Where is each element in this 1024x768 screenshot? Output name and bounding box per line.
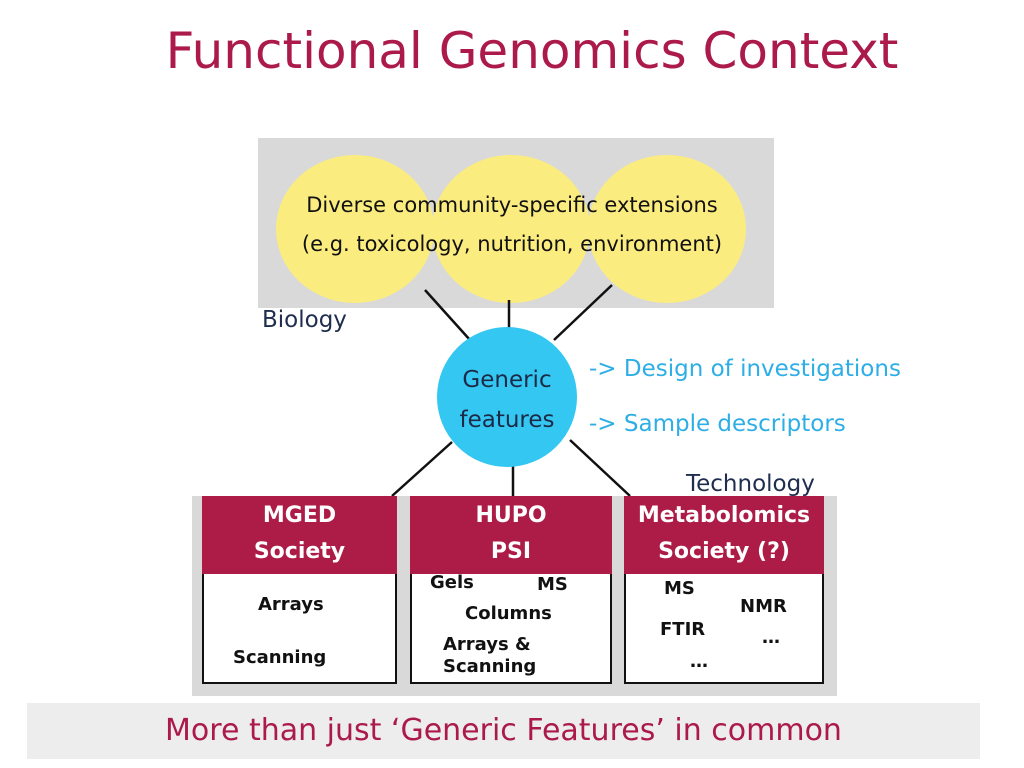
society-name-line2: PSI bbox=[490, 539, 532, 564]
extensions-text-line1: Diverse community-specific extensions bbox=[306, 193, 718, 217]
technology-item: Scanning bbox=[233, 647, 327, 668]
connector-line-top-right bbox=[553, 284, 613, 341]
generic-features-line2: features bbox=[459, 407, 555, 433]
technology-item: … bbox=[762, 627, 780, 648]
biology-label: Biology bbox=[262, 307, 347, 333]
society-name-line1: MGED bbox=[262, 503, 337, 528]
technology-item: Arrays bbox=[258, 594, 324, 615]
extension-ellipse-left bbox=[276, 155, 434, 303]
technology-item: MS bbox=[537, 574, 568, 595]
society-header-mged bbox=[202, 496, 397, 574]
technology-item: Scanning bbox=[443, 656, 537, 677]
society-name-line1: Metabolomics bbox=[637, 503, 811, 528]
extensions-text-line2: (e.g. toxicology, nutrition, environment… bbox=[301, 232, 723, 256]
society-header-hupo bbox=[410, 496, 612, 574]
technology-label: Technology bbox=[686, 471, 815, 497]
technology-item: Arrays & bbox=[443, 634, 531, 655]
technology-item: Gels bbox=[430, 572, 474, 593]
society-name-line1: HUPO bbox=[475, 503, 547, 528]
extension-ellipse-middle bbox=[432, 155, 590, 303]
connector-line-bottom-right bbox=[569, 439, 631, 497]
technology-item: NMR bbox=[740, 596, 787, 617]
annotation-design-of-investigations: -> Design of investigations bbox=[589, 356, 901, 382]
annotation-sample-descriptors: -> Sample descriptors bbox=[589, 411, 846, 437]
connector-line-top-left bbox=[424, 289, 471, 341]
society-name-line2: Society (?) bbox=[658, 539, 790, 564]
footer-text: More than just ‘Generic Features’ in com… bbox=[165, 713, 842, 748]
generic-features-line1: Generic bbox=[462, 367, 552, 393]
technology-item: MS bbox=[664, 578, 695, 599]
footer-banner bbox=[27, 703, 980, 759]
slide-title: Functional Genomics Context bbox=[165, 22, 899, 80]
generic-features-circle bbox=[437, 327, 577, 467]
technology-item: … bbox=[690, 651, 708, 672]
society-name-line2: Society bbox=[253, 539, 346, 564]
extension-ellipse-right bbox=[588, 155, 746, 303]
connector-line-bottom-left bbox=[391, 441, 453, 497]
technology-item: Columns bbox=[465, 603, 552, 624]
technology-item: FTIR bbox=[660, 619, 706, 640]
society-header-metabolomics bbox=[624, 496, 824, 574]
